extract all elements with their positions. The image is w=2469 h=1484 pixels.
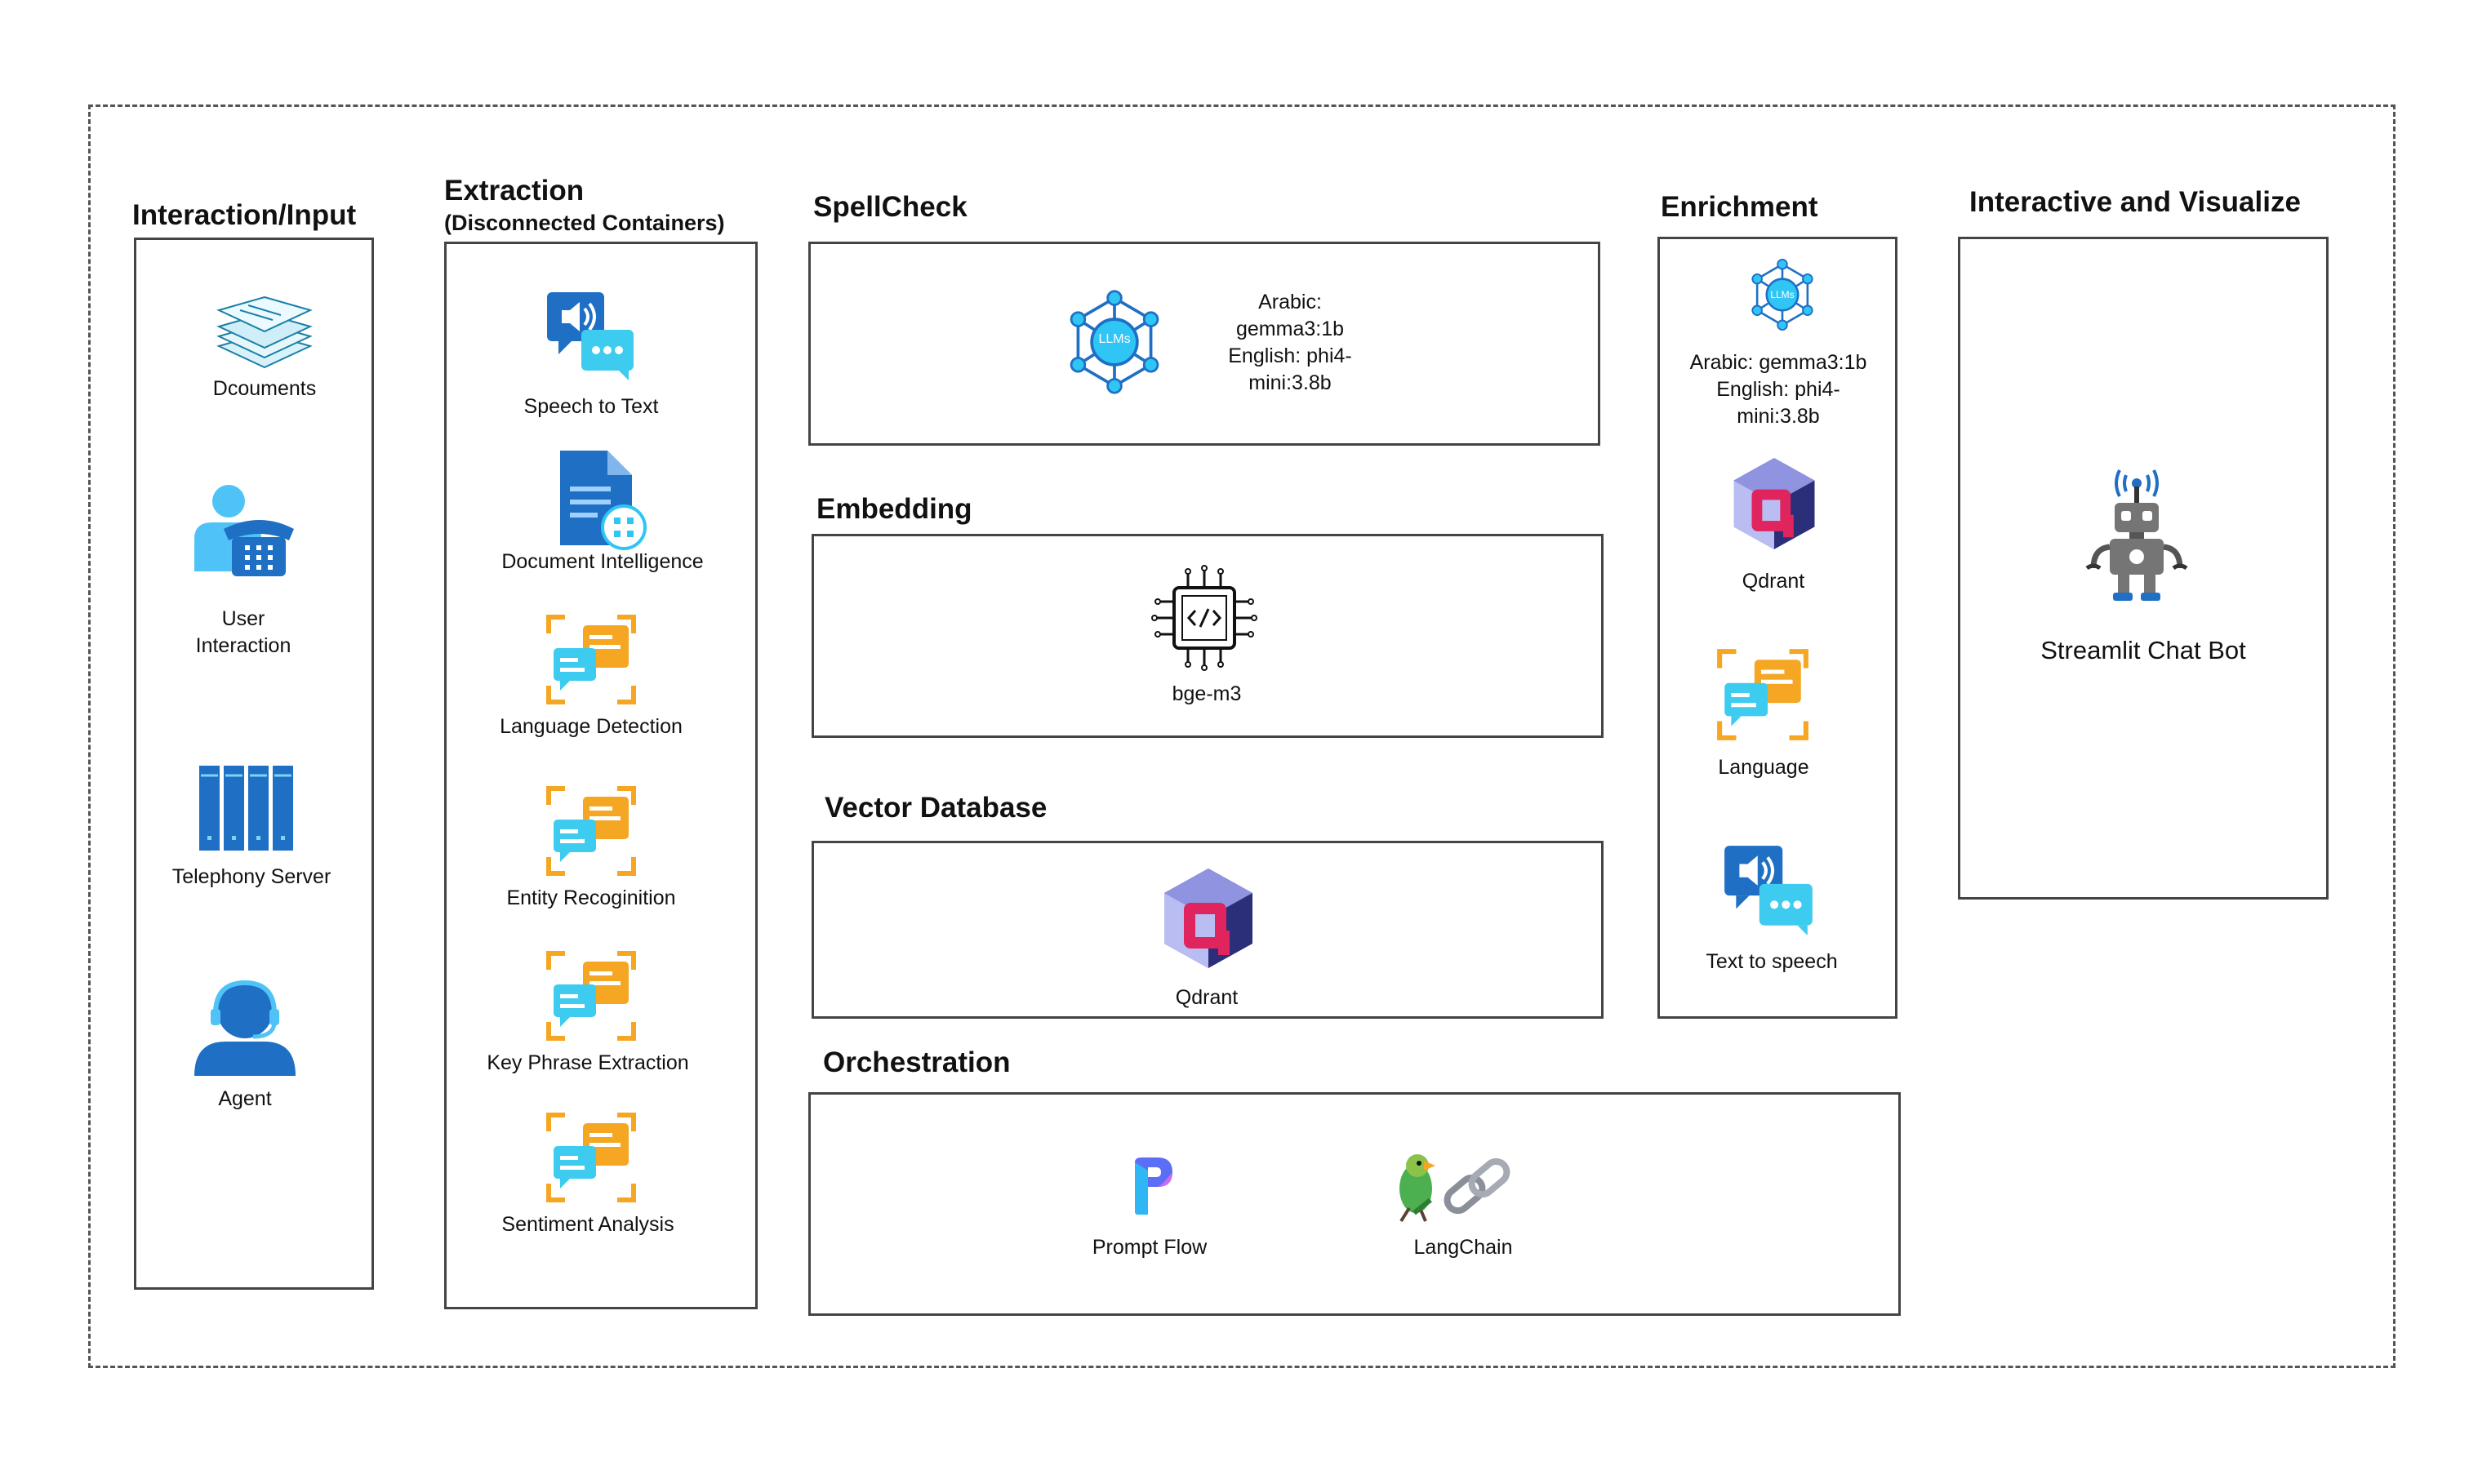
vectordb-title: Vector Database — [825, 792, 1048, 824]
orchestration-title: Orchestration — [823, 1046, 1011, 1078]
telephony-server-label: Telephony Server — [171, 865, 331, 888]
key-phrase-extraction-icon — [542, 947, 640, 1045]
documents-icon — [216, 295, 313, 369]
prompt-flow-label: Prompt Flow — [1092, 1236, 1208, 1259]
embedding-model-label: bge-m3 — [1172, 682, 1242, 705]
visualize-title: Interactive and Visualize — [1969, 186, 2301, 218]
documents-label: Dcouments — [212, 377, 317, 400]
langchain-label: LangChain — [1413, 1236, 1513, 1259]
enrichment-qdrant-icon — [1729, 454, 1819, 553]
enrichment-language-label: Language — [1718, 756, 1809, 779]
enrichment-qdrant-label: Qdrant — [1742, 570, 1805, 593]
chat-bot-label: Streamlit Chat Bot — [2040, 636, 2246, 664]
qdrant-label: Qdrant — [1175, 986, 1239, 1009]
language-detection-icon — [542, 611, 640, 709]
sentiment-analysis-label: Sentiment Analysis — [501, 1213, 674, 1236]
user-interaction-label: User Interaction — [195, 607, 291, 657]
speech-to-text-icon — [542, 287, 640, 385]
enrichment-language-icon — [1713, 645, 1813, 744]
text-to-speech-label: Text to speech — [1706, 950, 1838, 973]
document-intelligence-label: Document Intelligence — [501, 550, 704, 573]
extraction-title: Extraction — [444, 175, 585, 207]
input-column — [134, 238, 374, 1290]
entity-recognition-icon — [542, 782, 640, 880]
spellcheck-title: SpellCheck — [813, 191, 968, 223]
embedding-chip-icon — [1151, 565, 1257, 671]
sentiment-analysis-icon — [542, 1109, 640, 1206]
entity-recognition-label: Entity Recoginition — [506, 886, 676, 909]
llm-badge: LLMs — [1098, 332, 1131, 346]
language-detection-label: Language Detection — [500, 715, 683, 738]
prompt-flow-icon — [1135, 1157, 1172, 1215]
extraction-subtitle: (Disconnected Containers) — [444, 211, 725, 235]
user-phone-icon — [194, 485, 294, 576]
enrichment-title: Enrichment — [1661, 191, 1818, 223]
document-intelligence-icon — [560, 451, 647, 550]
input-title: Interaction/Input — [132, 199, 357, 231]
enrichment-llm-badge: LLMs — [1770, 289, 1795, 300]
text-to-speech-icon — [1719, 841, 1819, 940]
chat-bot-icon — [2085, 469, 2188, 601]
spellcheck-models: Arabic: gemma3:1b English: phi4-mini:3.8… — [1228, 291, 1352, 394]
orchestration-box — [808, 1092, 1901, 1316]
telephony-server-icon — [199, 766, 293, 851]
agent-label: Agent — [218, 1087, 272, 1110]
speech-to-text-label: Speech to Text — [523, 395, 659, 418]
vectordb-box — [812, 841, 1604, 1019]
key-phrase-extraction-label: Key Phrase Extraction — [487, 1051, 689, 1074]
enrichment-models: Arabic: gemma3:1b English: phi4-mini:3.8… — [1689, 351, 1867, 428]
embedding-title: Embedding — [816, 493, 972, 525]
architecture-frame — [88, 104, 2396, 1368]
spellcheck-box — [808, 242, 1600, 446]
langchain-icon — [1399, 1154, 1510, 1223]
agent-icon — [194, 980, 296, 1076]
qdrant-icon — [1159, 865, 1257, 971]
